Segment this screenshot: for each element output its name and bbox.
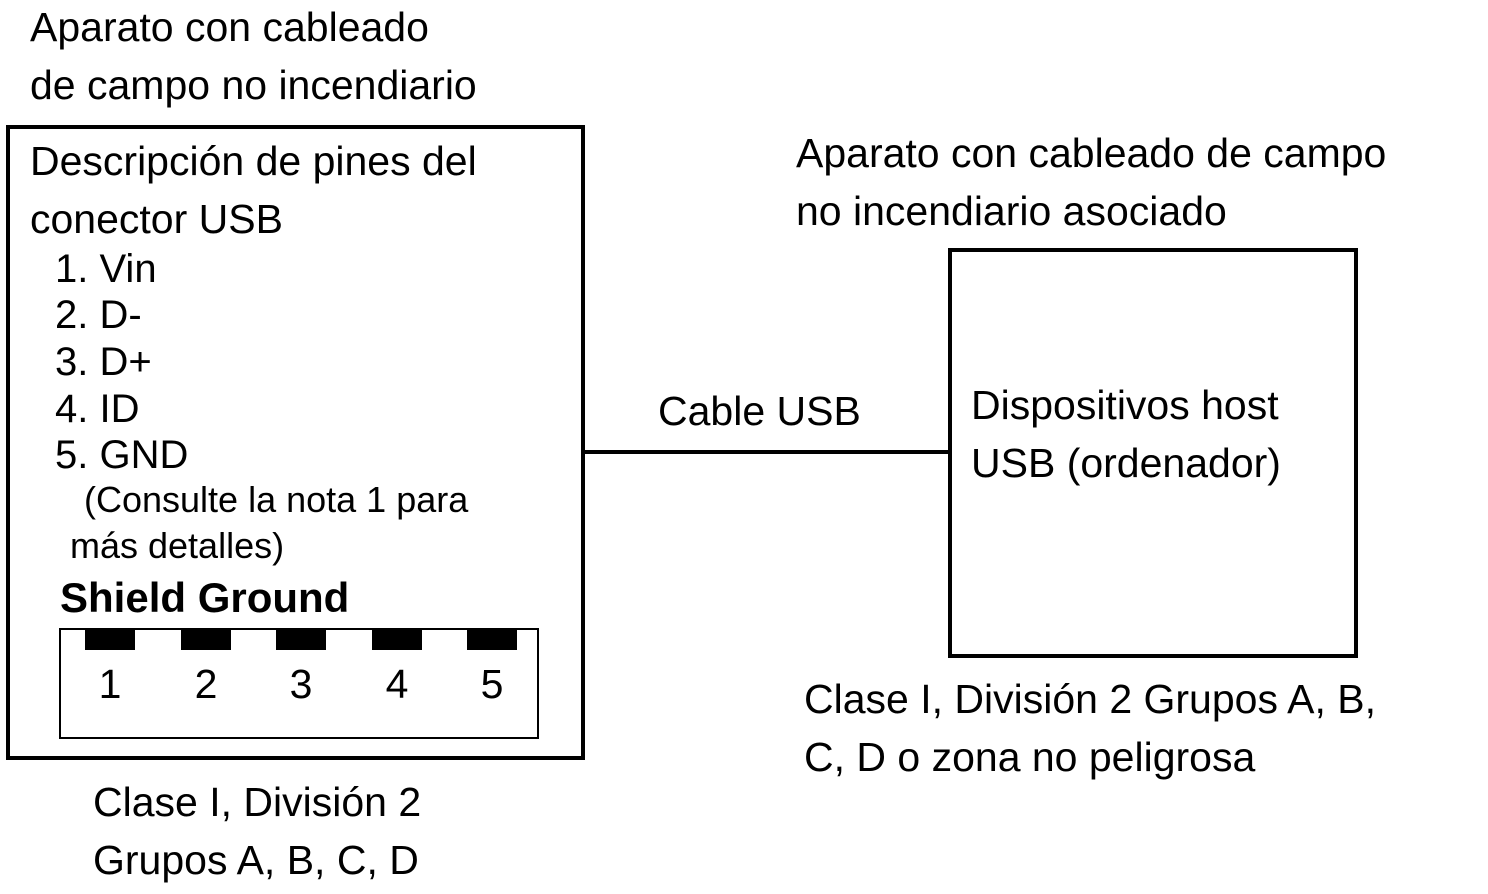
- pin-item-gnd: 5. GND: [55, 433, 189, 477]
- pin-description-title-line-1: Descripción de pines del: [30, 138, 477, 184]
- connector-pad-1: [85, 628, 135, 650]
- pin-item-d-plus: 3. D+: [55, 340, 152, 384]
- connector-pad-2: [181, 628, 231, 650]
- left-apparatus-box: [6, 125, 585, 760]
- left-apparatus-title-line-1: Aparato con cableado: [30, 4, 429, 50]
- pin-item-vin: 1. Vin: [55, 247, 157, 291]
- left-apparatus-title-line-2: de campo no incendiario: [30, 62, 477, 108]
- usb-connector-diagram: 1 2 3 4 5: [59, 628, 539, 739]
- right-apparatus-title: Aparato con cableado de campo no incendi…: [796, 124, 1386, 240]
- connector-pad-4: [372, 628, 422, 650]
- right-zone-line-1: Clase I, División 2 Grupos A, B,: [804, 676, 1376, 722]
- left-zone-line-1: Clase I, División 2: [93, 779, 422, 825]
- pin-note-line-1: (Consulte la nota 1 para: [84, 479, 469, 520]
- usb-host-box: [948, 248, 1358, 658]
- connector-pad-5: [467, 628, 517, 650]
- usb-host-label-line-1: Dispositivos host: [971, 382, 1279, 428]
- pin-item-d-minus: 2. D-: [55, 293, 142, 337]
- right-apparatus-title-line-2: no incendiario asociado: [796, 188, 1227, 234]
- usb-host-label-line-2: USB (ordenador): [971, 440, 1281, 486]
- pin-description-title: Descripción de pines del conector USB: [30, 132, 477, 248]
- connector-pin-number-5: 5: [480, 661, 504, 707]
- pin-item-id: 4. ID: [55, 387, 140, 431]
- connector-pin-number-2: 2: [194, 661, 218, 707]
- right-apparatus-title-line-1: Aparato con cableado de campo: [796, 130, 1387, 176]
- left-zone-line-2: Grupos A, B, C, D: [93, 837, 419, 883]
- connector-pin-number-4: 4: [385, 661, 409, 707]
- connector-pin-number-1: 1: [98, 661, 122, 707]
- pin-note: (Consulte la nota 1 para más detalles): [70, 477, 468, 569]
- pin-note-line-2: más detalles): [70, 525, 285, 566]
- shield-ground-label: Shield Ground: [60, 574, 350, 621]
- usb-cable-line: [583, 450, 951, 454]
- left-hazard-zone-label: Clase I, División 2 Grupos A, B, C, D: [93, 773, 421, 889]
- left-apparatus-title: Aparato con cableado de campo no incendi…: [30, 0, 477, 114]
- connector-pad-3: [276, 628, 326, 650]
- right-hazard-zone-label: Clase I, División 2 Grupos A, B, C, D o …: [804, 670, 1376, 786]
- pin-description-title-line-2: conector USB: [30, 196, 283, 242]
- right-zone-line-2: C, D o zona no peligrosa: [804, 734, 1256, 780]
- connector-pin-number-3: 3: [289, 661, 313, 707]
- usb-cable-label: Cable USB: [658, 388, 861, 434]
- usb-host-label: Dispositivos host USB (ordenador): [971, 376, 1281, 492]
